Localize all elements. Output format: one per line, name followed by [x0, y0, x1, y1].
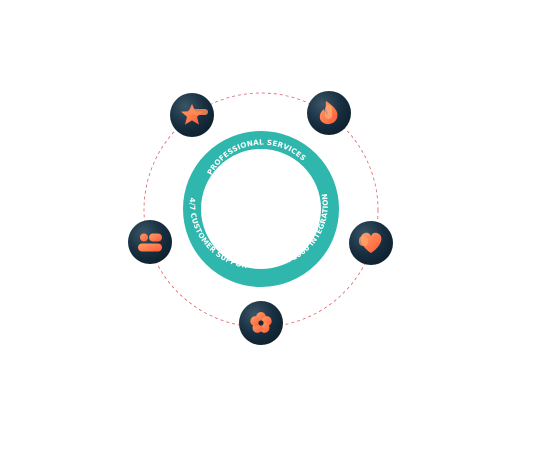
node-flame[interactable]: [307, 91, 351, 135]
star-icon: [181, 104, 208, 125]
toggle-icon: [138, 233, 162, 252]
services-ring: [183, 131, 339, 287]
node-heart[interactable]: [349, 221, 393, 265]
node-flower[interactable]: [239, 301, 283, 345]
flame-icon: [319, 101, 338, 125]
heart-icon: [359, 232, 382, 253]
flower-icon: [250, 312, 272, 333]
orbit-path: [143, 92, 379, 328]
node-star[interactable]: [170, 93, 214, 137]
node-toggle[interactable]: [128, 220, 172, 264]
ring-label-customer-support: 24/7 CUSTOMER SUPPORT: [0, 0, 248, 270]
